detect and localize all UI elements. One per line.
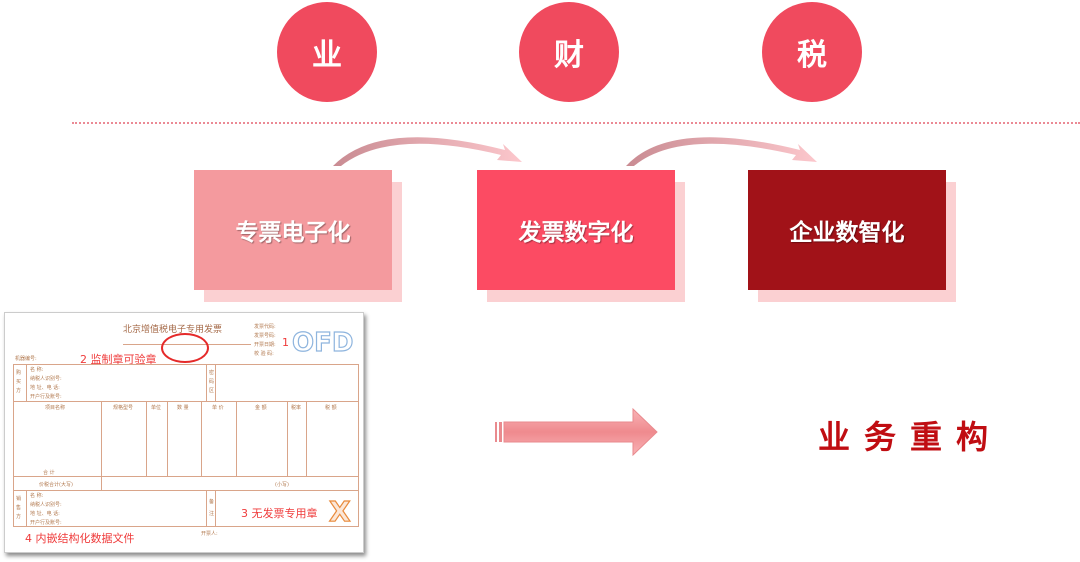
field-label: 发票号码:: [254, 333, 276, 339]
field-label: 名 称:: [30, 367, 44, 373]
seller-label: 销售方: [16, 496, 22, 520]
ofd-logo: OFD: [291, 327, 354, 358]
field-label: 校 验 码:: [254, 351, 274, 357]
field-label: 地 址、电 话:: [30, 385, 60, 391]
annotation-1: 1: [282, 336, 289, 349]
field-label: 发票代码:: [254, 324, 276, 330]
curved-arrows: [333, 137, 817, 166]
column-header: 税率: [291, 405, 302, 411]
annotation-2: 2 监制章可验章: [80, 353, 157, 366]
invoice-image: 北京增值税电子专用发票 发票代码: 发票号码: 开票日期: 校 验 码: OFD…: [4, 312, 364, 553]
column-header: 规格型号: [113, 405, 134, 411]
circle-finance: 财: [519, 2, 619, 102]
total-label: 合 计: [43, 470, 55, 476]
column-header: 单位: [151, 405, 162, 411]
total-words-label: 价税合计(大写): [39, 482, 73, 488]
field-label: 名 称:: [30, 493, 44, 499]
field-label: 开票日期:: [254, 342, 276, 348]
curved-arrow-icon: [626, 137, 817, 166]
buyer-label: 购买方: [16, 370, 22, 394]
circle-tax: 税: [762, 2, 862, 102]
circle-business: 业: [277, 2, 377, 102]
field-label: 地 址、电 话:: [30, 511, 60, 517]
right-arrow-icon: [495, 407, 658, 457]
field-label: 开户行及账号:: [30, 394, 62, 400]
stage-ticket-electronic: 专票电子化: [194, 170, 392, 290]
stage-enterprise-digital: 企业数智化: [748, 170, 946, 290]
supervision-stamp-icon: [161, 333, 209, 363]
field-label: 纳税人识别号:: [30, 376, 62, 382]
field-label: 纳税人识别号:: [30, 502, 62, 508]
machine-no-label: 机器编号:: [15, 356, 37, 362]
column-header: 金 额: [255, 405, 267, 411]
remarks-label: 备注: [209, 499, 215, 517]
invoice-title: 北京增值税电子专用发票: [123, 325, 223, 335]
curved-arrow-icon: [333, 137, 522, 166]
total-small-label: (小写): [275, 482, 289, 488]
issuer-label: 开票人:: [201, 531, 218, 537]
column-header: 单 价: [212, 405, 224, 411]
field-label: 开户行及账号:: [30, 520, 62, 526]
stage-invoice-digital: 发票数字化: [477, 170, 675, 290]
x-mark-icon: X: [328, 494, 351, 528]
password-area-label: 密码区: [209, 370, 215, 394]
column-header: 税 额: [325, 405, 337, 411]
column-header: 数 量: [177, 405, 189, 411]
dotted-divider: [72, 122, 1080, 124]
business-restructuring-label: 业务重构: [818, 418, 1003, 456]
annotation-3: 3 无发票专用章: [241, 507, 318, 520]
annotation-4: 4 内嵌结构化数据文件: [25, 532, 135, 545]
invoice-table: [13, 364, 359, 527]
column-header: 项目名称: [45, 405, 66, 411]
